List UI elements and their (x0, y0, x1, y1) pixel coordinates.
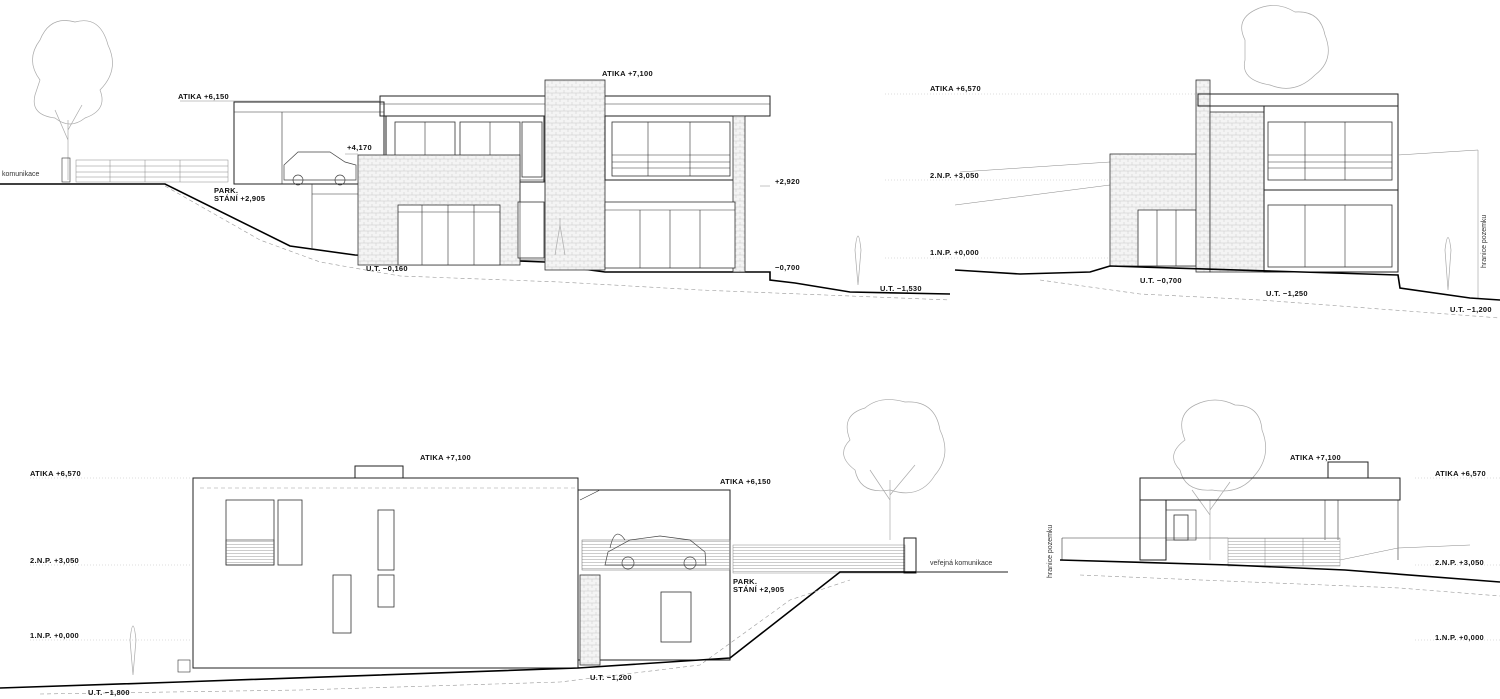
np1-br: 1.N.P. +0,000 (1435, 633, 1484, 642)
elevation-top-right: ATIKA +6,570 2.N.P. +3,050 1.N.P. +0,000… (885, 5, 1500, 319)
stone-wall-center (544, 79, 606, 271)
atika-bl-left: ATIKA +6,570 (30, 469, 81, 478)
window-tr-lower (1267, 204, 1393, 268)
ut-1530: U.T. −1,530 (880, 284, 922, 293)
atika-left: ATIKA +6,150 (178, 92, 229, 101)
road-label-bl: veřejná komunikace (930, 560, 992, 567)
level-4170: +4,170 (347, 143, 372, 152)
ground-line-bottom-left (0, 571, 916, 689)
np2-tr: 2.N.P. +3,050 (930, 171, 979, 180)
window-upper-right (611, 121, 731, 177)
park-label-2: STÁNÍ +2,905 (214, 194, 265, 203)
car-bottom (604, 533, 707, 570)
carport-side (577, 489, 731, 661)
park-bl-2: STÁNÍ +2,905 (733, 585, 784, 594)
elevation-bottom-right: ATIKA +7,100 ATIKA +6,570 2.N.P. +3,050 … (1047, 399, 1500, 642)
park-bl-1: PARK. (733, 577, 757, 586)
atika-top-left: ATIKA +7,100 (602, 69, 653, 78)
window-side-3 (332, 574, 352, 634)
road-label-left: komunikace (2, 171, 39, 178)
elevation-top-left: komunikace (0, 20, 951, 301)
ut-0160: U.T. −0,160 (366, 264, 408, 273)
level-minus-0700: −0,700 (775, 263, 800, 272)
carport-door (660, 591, 692, 643)
roof-br (1139, 477, 1401, 501)
fence-left (61, 157, 229, 183)
np2-bl: 2.N.P. +3,050 (30, 556, 79, 565)
tree-top-right (1241, 5, 1329, 89)
ut-0700-tr: U.T. −0,700 (1140, 276, 1182, 285)
atika-tr: ATIKA +6,570 (930, 84, 981, 93)
tree-left-top (32, 20, 113, 180)
tree-bottom-center (843, 399, 946, 540)
tree-bottom-right (1173, 399, 1267, 560)
window-lower-left (397, 204, 501, 266)
atika-bl-right: ATIKA +6,150 (720, 477, 771, 486)
np1-bl: 1.N.P. +0,000 (30, 631, 79, 640)
car-top (283, 151, 357, 186)
ut-1200-tr: U.T. −1,200 (1450, 305, 1492, 314)
entrance-door (517, 201, 545, 259)
atika-bl-top: ATIKA +7,100 (420, 453, 471, 462)
boundary-label-tr: hranice pozemku (1481, 215, 1488, 268)
window-side-2 (377, 509, 395, 571)
ut-1800-bl: U.T. −1,800 (88, 688, 130, 697)
ut-1200-bl: U.T. −1,200 (590, 673, 632, 682)
tree-cypress-top-left (854, 235, 862, 286)
stone-wall-tr-center (1209, 111, 1265, 273)
elevation-bottom-left: ATIKA +6,570 ATIKA +7,100 ATIKA +6,150 2… (0, 399, 1008, 697)
window-tr-lower-left (1137, 209, 1197, 267)
window-tr-upper (1267, 121, 1393, 181)
ut-1250-tr: U.T. −1,250 (1266, 289, 1308, 298)
ground-line-top-right (954, 265, 1500, 301)
atika-br-right: ATIKA +6,570 (1435, 469, 1486, 478)
np2-br: 2.N.P. +3,050 (1435, 558, 1484, 567)
carport-structure (233, 101, 385, 185)
boundary-label-br: hranice pozemku (1047, 525, 1054, 578)
door-br (1173, 514, 1189, 541)
fence-br (1227, 537, 1341, 567)
np1-tr: 1.N.P. +0,000 (930, 248, 979, 257)
level-2920: +2,920 (775, 177, 800, 186)
park-label-1: PARK. (214, 186, 238, 195)
ground-line-bottom-right (1059, 559, 1500, 583)
atika-br-top: ATIKA +7,100 (1290, 453, 1341, 462)
